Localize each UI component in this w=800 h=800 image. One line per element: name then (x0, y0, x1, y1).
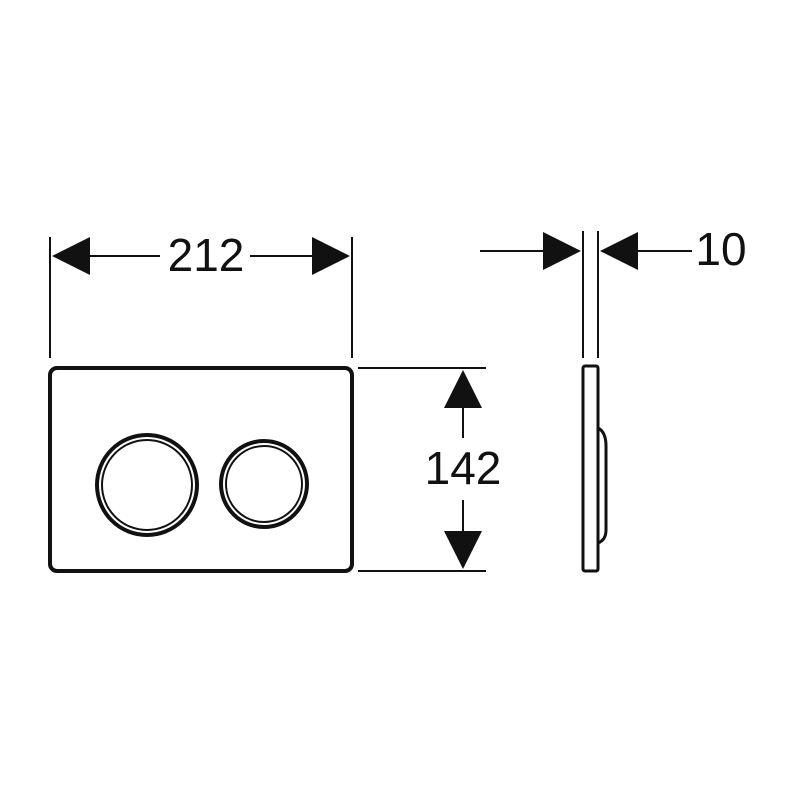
flush-plate-outline (48, 366, 354, 573)
large-flush-button (95, 433, 199, 537)
small-flush-button (219, 439, 309, 529)
button-side-bulge (597, 426, 608, 545)
arrowhead-right-pointing (543, 232, 581, 270)
plate-side-profile (581, 364, 600, 573)
arrowhead-up (444, 370, 482, 408)
height-dimension: 142 (358, 367, 502, 572)
width-dimension: 212 (49, 229, 353, 358)
arrowhead-down (444, 531, 482, 569)
depth-label: 10 (695, 223, 746, 275)
arrowhead-left-pointing (600, 232, 638, 270)
depth-dimension: 10 (480, 223, 747, 358)
arrowhead-left (52, 237, 90, 275)
front-view (48, 366, 354, 573)
height-label: 142 (425, 442, 502, 494)
width-label: 212 (168, 229, 245, 281)
arrowhead-right (312, 237, 350, 275)
side-view (581, 364, 608, 573)
